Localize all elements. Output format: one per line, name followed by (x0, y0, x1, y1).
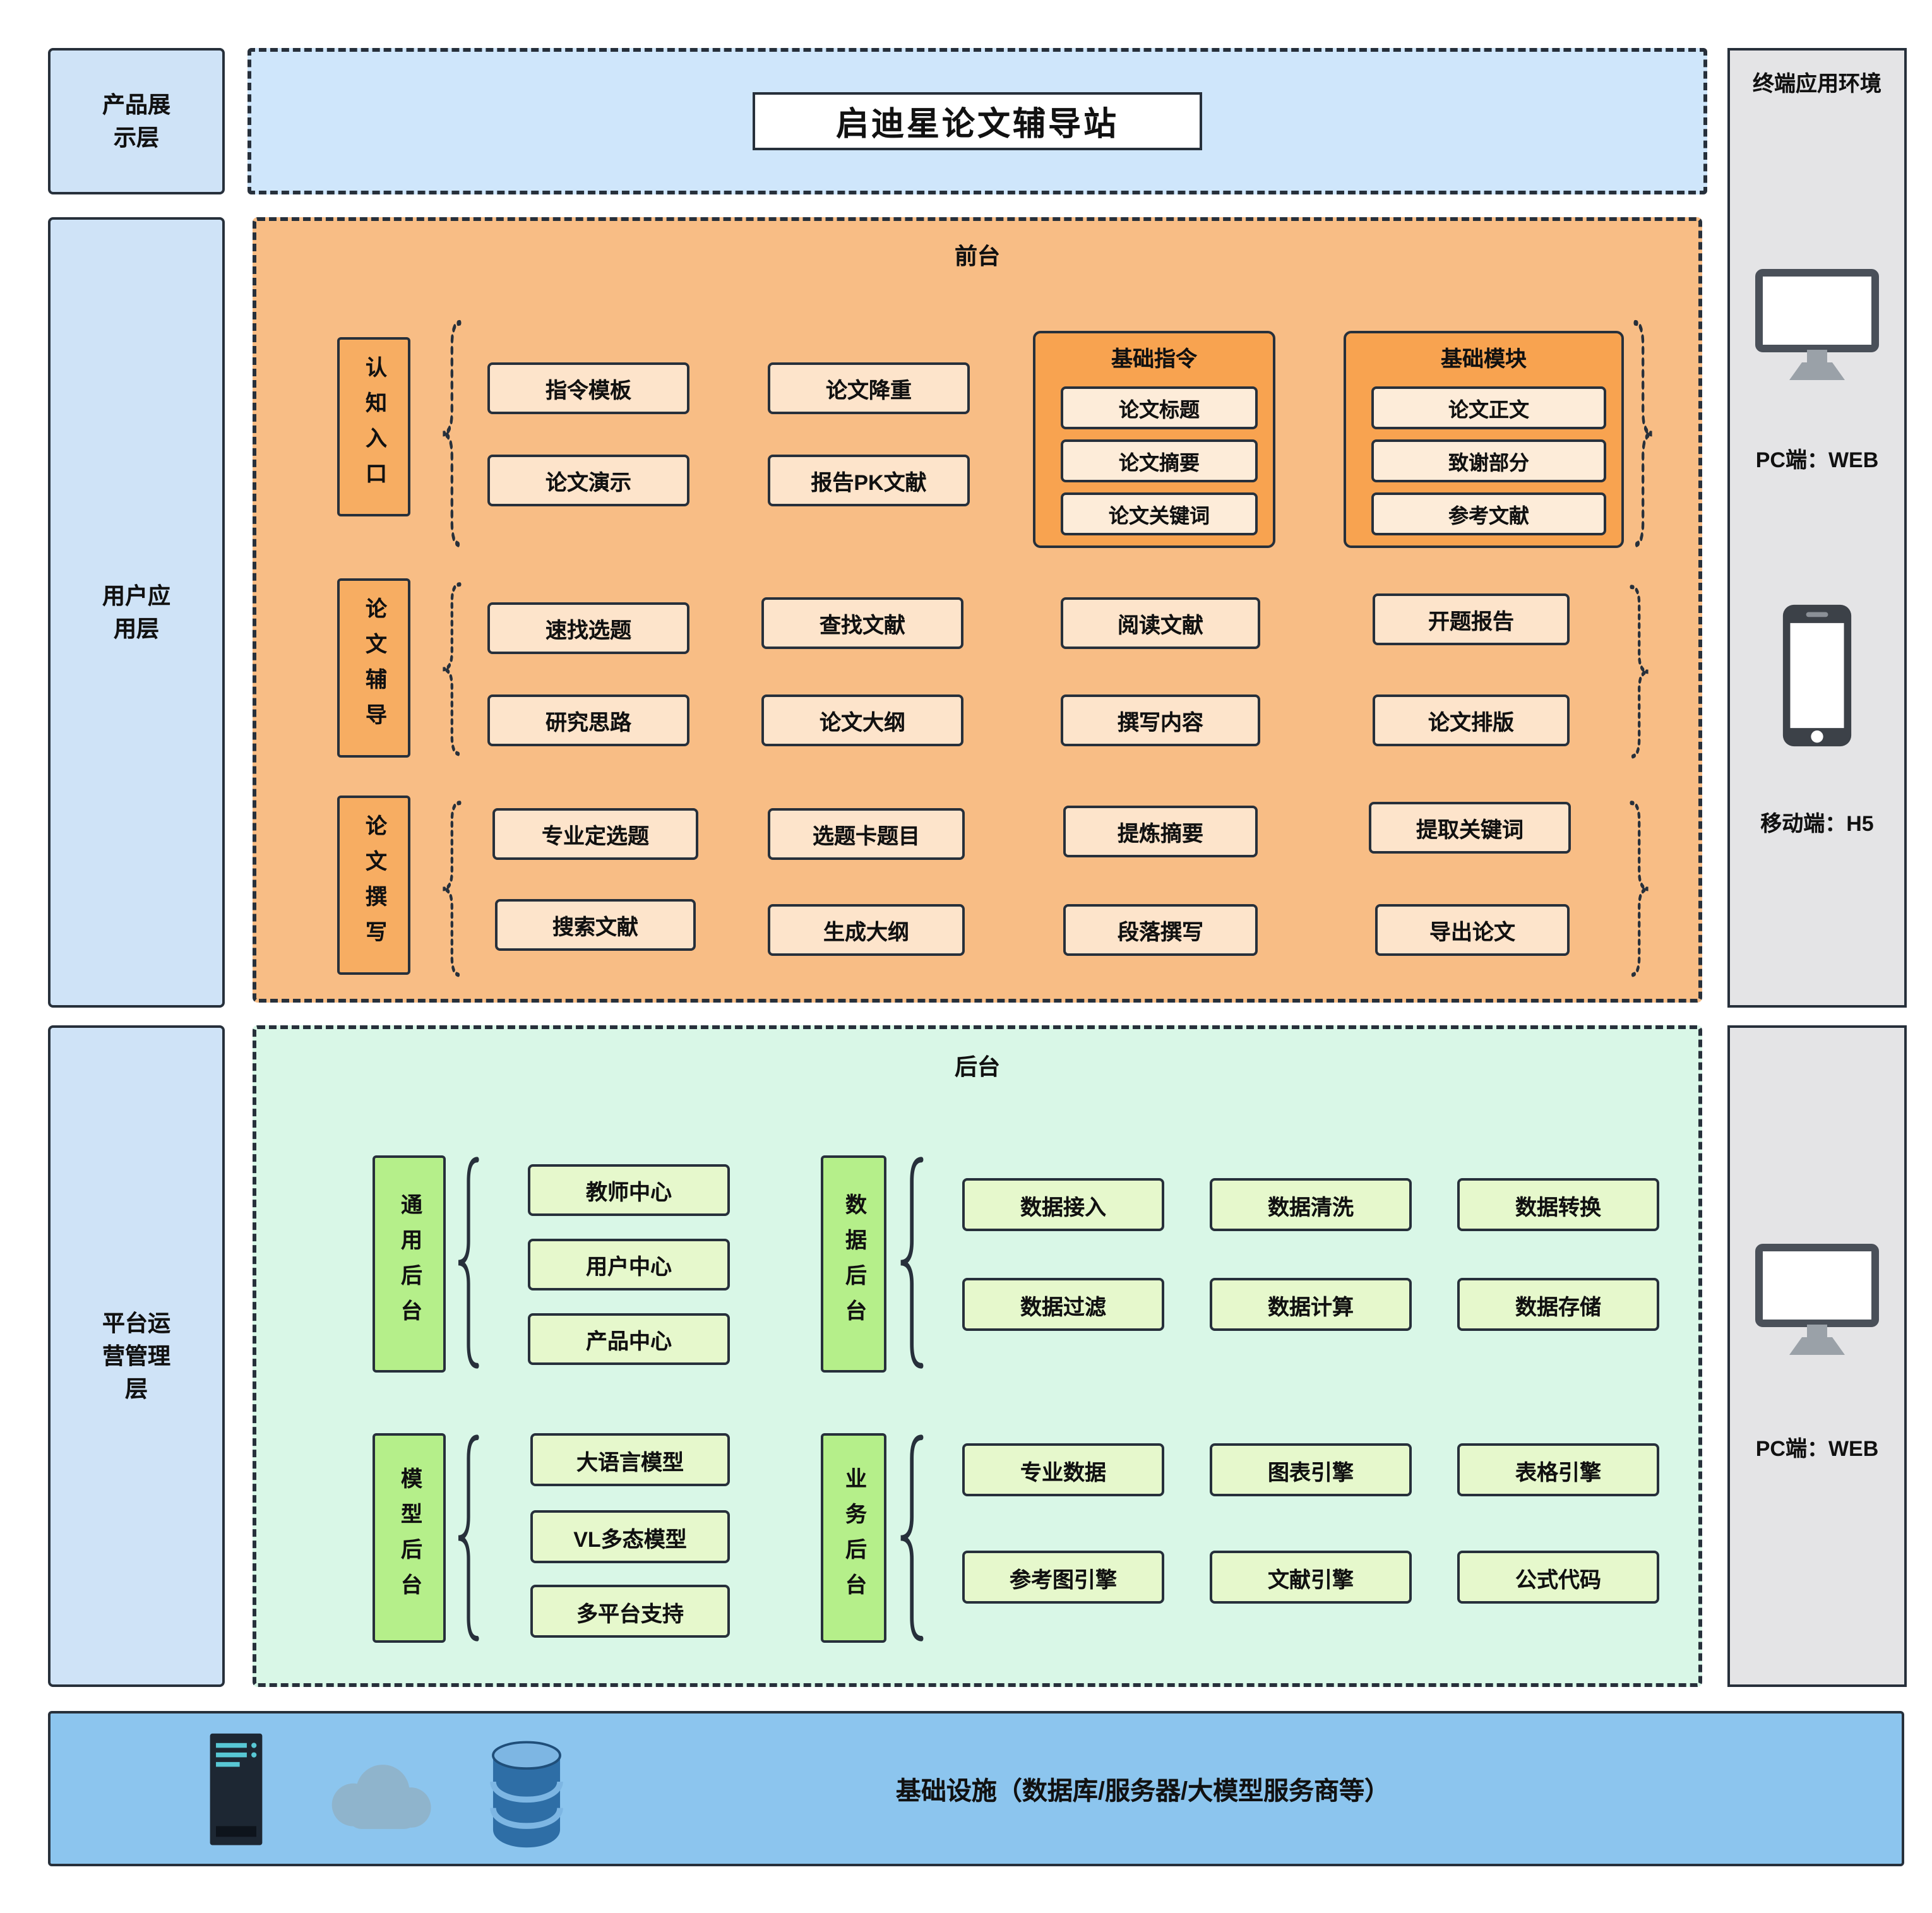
diagram-node: 产品中心 (528, 1313, 730, 1365)
layer-label: 平台运营管理层 (102, 1310, 170, 1402)
brace-right-dotted-icon (1629, 799, 1652, 979)
diagram-node: 搜索文献 (495, 899, 696, 951)
diagram-node: 文献引擎 (1210, 1551, 1412, 1604)
diagram-node: 开题报告 (1373, 593, 1570, 645)
layer-label: 用户应用层 (102, 583, 170, 641)
diagram-node: 教师中心 (528, 1164, 730, 1216)
vlabel-model-backend: 模型后台 (373, 1433, 446, 1643)
terminal-panel-top (1727, 48, 1907, 1008)
pc-web-label: PC端：WEB (1755, 448, 1879, 472)
diagram-node: 用户中心 (528, 1239, 730, 1290)
diagram-node: 专业定选题 (492, 808, 698, 860)
brace-left-icon (897, 1155, 924, 1370)
frontend-label: 前台 (955, 244, 1000, 269)
diagram-node: 生成大纲 (768, 904, 965, 956)
diagram-node: 选题卡题目 (768, 808, 965, 860)
group-basic-modules: 基础模块 论文正文 致谢部分 参考文献 (1344, 331, 1624, 548)
diagram-node: 撰写内容 (1061, 694, 1260, 746)
vlabel-text: 通用后台 (397, 1193, 421, 1335)
diagram-node: 提取关键词 (1369, 802, 1571, 854)
layer-user-application: 用户应用层 (48, 217, 225, 1008)
vlabel-text: 论文辅导 (362, 597, 386, 739)
vlabel-paper-writing: 论文撰写 (337, 796, 410, 975)
backend-label: 后台 (955, 1054, 1000, 1080)
diagram-node: VL多态模型 (530, 1510, 730, 1563)
brace-left-dotted-icon (439, 318, 462, 549)
monitor-icon (1755, 269, 1879, 380)
cloud-icon (331, 1765, 431, 1829)
brace-right-dotted-icon (1633, 318, 1655, 549)
diagram-node: 论文关键词 (1061, 492, 1258, 535)
diagram-node: 指令模板 (487, 362, 689, 414)
brace-left-dotted-icon (439, 581, 462, 758)
layer-platform-ops: 平台运营管理层 (48, 1025, 225, 1687)
database-icon (490, 1741, 563, 1848)
diagram-node: 论文标题 (1061, 386, 1258, 429)
brace-left-icon (455, 1155, 480, 1370)
diagram-node: 专业数据 (962, 1443, 1164, 1496)
mobile-h5-label: 移动端：H5 (1760, 811, 1874, 835)
diagram-node: 数据计算 (1210, 1278, 1412, 1331)
diagram-node: 参考文献 (1371, 492, 1606, 535)
diagram-node: 提炼摘要 (1063, 806, 1258, 857)
diagram-node: 参考图引擎 (962, 1551, 1164, 1604)
layer-label: 产品展示层 (102, 92, 170, 150)
diagram-node: 论文降重 (768, 362, 970, 414)
vlabel-text: 模型后台 (397, 1467, 421, 1609)
diagram-node: 论文大纲 (761, 694, 963, 746)
pc-web-label: PC端：WEB (1755, 1436, 1879, 1460)
product-title: 启迪星论文辅导站 (753, 92, 1202, 150)
vlabel-text: 数据后台 (842, 1193, 866, 1335)
diagram-node: 图表引擎 (1210, 1443, 1412, 1496)
diagram-node: 数据过滤 (962, 1278, 1164, 1331)
infrastructure-label: 基础设施（数据库/服务器/大模型服务商等） (895, 1778, 1390, 1806)
monitor-icon (1755, 1244, 1879, 1355)
diagram-node: 论文正文 (1371, 386, 1606, 429)
server-icon (210, 1733, 263, 1845)
diagram-node: 查找文献 (761, 597, 963, 649)
vlabel-business-backend: 业务后台 (821, 1433, 886, 1643)
diagram-node: 导出论文 (1375, 904, 1570, 956)
diagram-node: 阅读文献 (1061, 597, 1260, 649)
brace-left-icon (455, 1433, 480, 1643)
diagram-node: 速找选题 (487, 602, 689, 654)
diagram-node: 数据存储 (1457, 1278, 1659, 1331)
terminal-header: 终端应用环境 (1753, 71, 1881, 95)
group-basic-commands: 基础指令 论文标题 论文摘要 论文关键词 (1033, 331, 1275, 548)
diagram-node: 致谢部分 (1371, 439, 1606, 482)
diagram-node: 段落撰写 (1063, 904, 1258, 956)
vlabel-text: 业务后台 (842, 1467, 866, 1609)
diagram-node: 公式代码 (1457, 1551, 1659, 1604)
terminal-panel-bottom (1727, 1025, 1907, 1687)
vlabel-text: 认知入口 (362, 356, 386, 498)
diagram-node: 论文排版 (1373, 694, 1570, 746)
brace-right-dotted-icon (1629, 583, 1652, 760)
brace-left-dotted-icon (439, 799, 462, 979)
diagram-node: 数据接入 (962, 1178, 1164, 1231)
diagram-node: 报告PK文献 (768, 455, 970, 506)
diagram-node: 研究思路 (487, 694, 689, 746)
phone-icon (1782, 604, 1852, 747)
vlabel-general-backend: 通用后台 (373, 1155, 446, 1373)
vlabel-paper-tutoring: 论文辅导 (337, 578, 410, 758)
vlabel-cognitive-entry: 认知入口 (337, 337, 410, 516)
diagram-node: 数据清洗 (1210, 1178, 1412, 1231)
group-title: 基础指令 (1111, 347, 1197, 371)
diagram-node: 论文演示 (487, 455, 689, 506)
diagram-node: 大语言模型 (530, 1433, 730, 1486)
diagram-node: 论文摘要 (1061, 439, 1258, 482)
layer-product-display: 产品展示层 (48, 48, 225, 194)
vlabel-data-backend: 数据后台 (821, 1155, 886, 1373)
diagram-node: 数据转换 (1457, 1178, 1659, 1231)
vlabel-text: 论文撰写 (362, 814, 386, 956)
diagram-node: 多平台支持 (530, 1585, 730, 1638)
brace-left-icon (897, 1433, 924, 1643)
diagram-node: 表格引擎 (1457, 1443, 1659, 1496)
group-title: 基础模块 (1441, 347, 1527, 371)
